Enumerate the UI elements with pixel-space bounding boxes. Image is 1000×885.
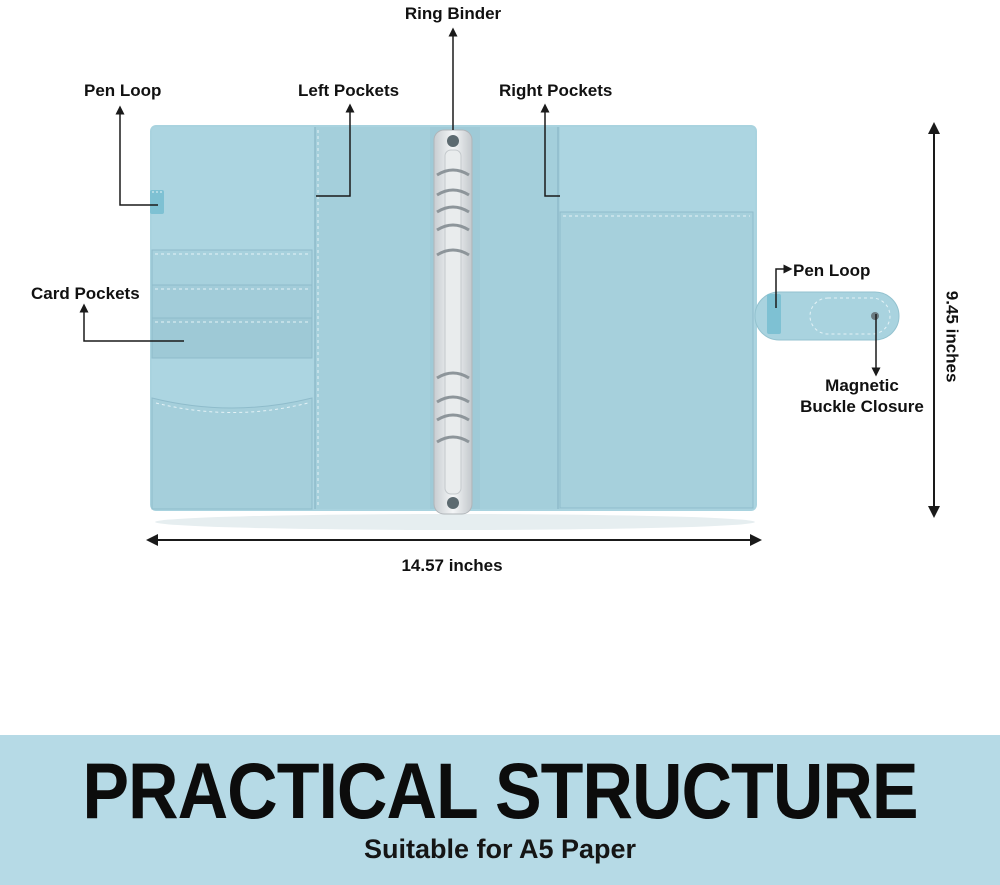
label-magnetic-buckle: Magnetic Buckle Closure xyxy=(792,375,932,418)
label-ring-binder: Ring Binder xyxy=(404,4,502,23)
magnetic-buckle-tab xyxy=(754,291,900,341)
right-inner-pocket xyxy=(559,211,754,509)
label-magnetic-line1: Magnetic xyxy=(825,376,899,395)
card-pockets xyxy=(151,249,313,510)
label-card-pockets: Card Pockets xyxy=(31,284,140,303)
label-height: 9.45 inches xyxy=(942,290,962,383)
bottom-banner xyxy=(0,735,1000,885)
banner-subtitle: Suitable for A5 Paper xyxy=(363,834,637,864)
label-left-pockets: Left Pockets xyxy=(298,81,400,100)
pen-loop-left-strap xyxy=(150,190,164,214)
label-pen-loop-left: Pen Loop xyxy=(84,81,162,100)
leader-right-pockets xyxy=(540,103,560,197)
label-pen-loop-right: Pen Loop xyxy=(793,261,871,280)
leader-pen-loop-left xyxy=(115,105,158,206)
right-pocket-sleeve xyxy=(480,127,560,509)
binder-shadow xyxy=(155,514,755,530)
label-magnetic-line2: Buckle Closure xyxy=(800,397,924,417)
ring-binder-mechanism xyxy=(433,129,473,515)
banner-title: PRACTICAL STRUCTURE xyxy=(82,747,918,835)
left-pocket-sleeve xyxy=(315,127,430,509)
leader-left-pockets xyxy=(316,103,355,197)
leader-pen-loop-right xyxy=(775,264,793,308)
label-right-pockets: Right Pockets xyxy=(499,81,613,100)
binder-rings xyxy=(436,168,470,444)
binder-diagram xyxy=(79,27,940,546)
leader-card-pockets xyxy=(79,303,184,342)
label-width: 14.57 inches xyxy=(401,556,503,575)
